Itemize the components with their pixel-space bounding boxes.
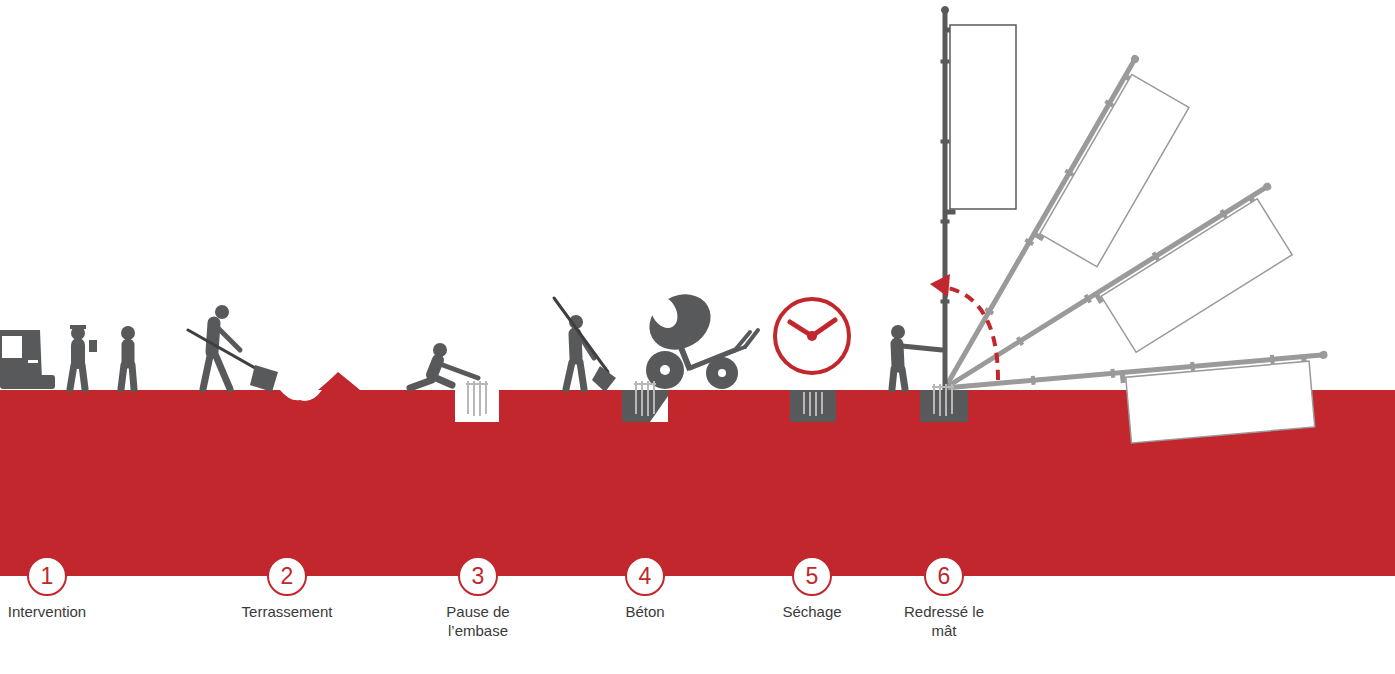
step-circle: 1 — [27, 556, 67, 596]
step-number: 5 — [806, 565, 819, 588]
van — [0, 330, 55, 389]
step-number: 3 — [472, 565, 485, 588]
clock-icon — [775, 299, 849, 373]
step-label: Pause de l’embase — [442, 603, 514, 641]
step-label: Terrassement — [242, 603, 333, 622]
workers — [70, 298, 942, 392]
step-marker: 1Intervention — [3, 556, 91, 622]
foundations — [280, 381, 968, 422]
step-circle: 4 — [625, 556, 665, 596]
step-marker: 2Terrassement — [227, 556, 347, 622]
rotation-arrow — [930, 274, 998, 380]
step-marker: 6Redressé le mât — [903, 556, 985, 641]
upright-pole — [941, 7, 1016, 391]
step-circle: 6 — [924, 556, 964, 596]
step-marker: 5Séchage — [767, 556, 857, 622]
step-marker: 4Béton — [605, 556, 685, 622]
step-circle: 3 — [458, 556, 498, 596]
step-label: Intervention — [8, 603, 86, 622]
step-label: Redressé le mât — [903, 603, 985, 641]
step-circle: 5 — [792, 556, 832, 596]
step-circle: 2 — [267, 556, 307, 596]
step-marker: 3Pause de l’embase — [442, 556, 514, 641]
step-number: 1 — [41, 565, 54, 588]
cement-mixer — [639, 283, 758, 389]
step-number: 6 — [938, 565, 951, 588]
step-label: Béton — [625, 603, 664, 622]
step-number: 4 — [639, 565, 652, 588]
step-number: 2 — [281, 565, 294, 588]
step-label: Séchage — [782, 603, 841, 622]
